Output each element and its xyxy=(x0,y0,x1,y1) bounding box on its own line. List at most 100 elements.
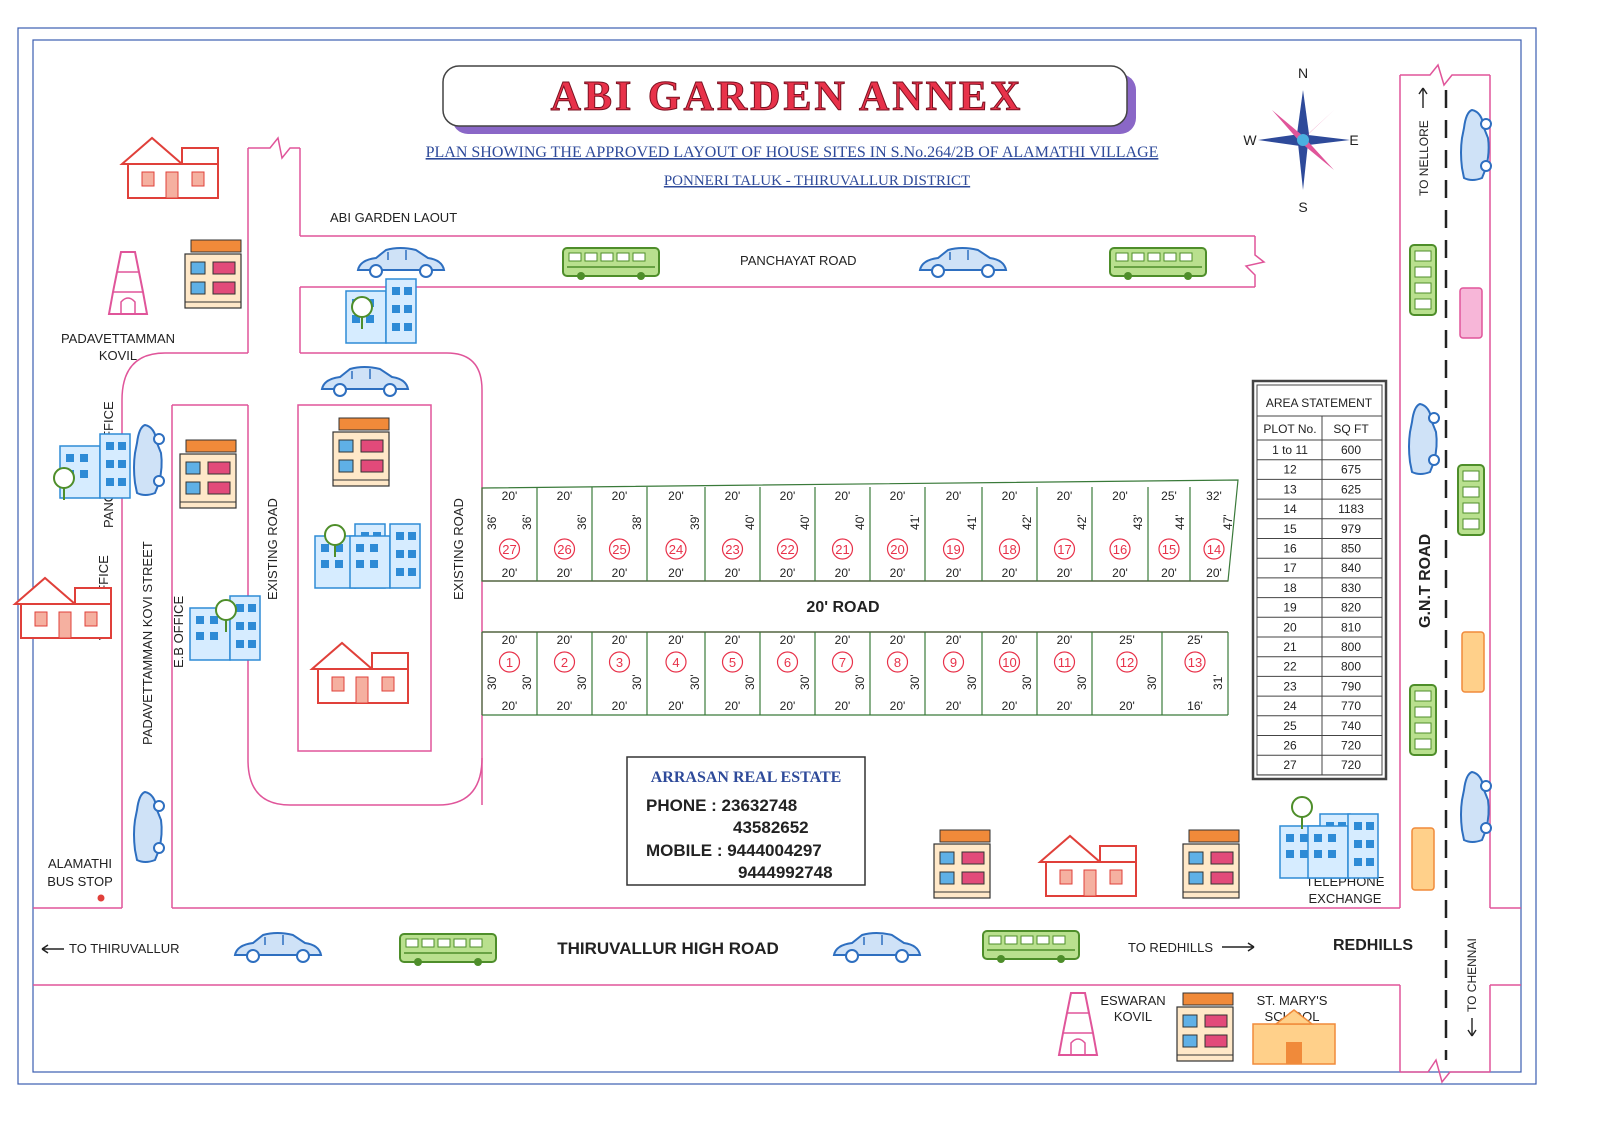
label-eswaran-2: KOVIL xyxy=(1114,1009,1152,1024)
table-cell-plot: 27 xyxy=(1283,758,1297,772)
plot-dim-bottom: 20' xyxy=(890,566,906,580)
plot-labels: 20'20'2736'36'20'20'2636'20'20'2538'20'2… xyxy=(485,489,1235,713)
plot-dim-side: 30' xyxy=(1020,674,1034,690)
car-icon xyxy=(321,366,409,397)
table-cell-sqft: 850 xyxy=(1341,542,1361,556)
building-icon xyxy=(1176,992,1234,1062)
car-icon xyxy=(357,247,445,278)
plot-dim-top: 20' xyxy=(1057,633,1073,647)
plot-number: 21 xyxy=(835,542,849,557)
plot-dim-bottom: 20' xyxy=(612,566,628,580)
plot-number: 5 xyxy=(729,655,736,670)
plot-number: 16 xyxy=(1113,542,1127,557)
plot-number-circle xyxy=(998,651,1021,673)
temple-icon xyxy=(1058,992,1098,1056)
plot-dim-side: 30' xyxy=(965,674,979,690)
plot-dim-top: 20' xyxy=(612,633,628,647)
plot-dim-side: 30' xyxy=(1145,674,1159,690)
plot-dim-bottom: 20' xyxy=(835,566,851,580)
compass-e: E xyxy=(1349,132,1358,148)
plot-dim-side: 40' xyxy=(853,514,867,530)
plot-number-circle xyxy=(1053,651,1076,673)
plot-number: 10 xyxy=(1002,655,1016,670)
car-icon xyxy=(833,932,921,963)
label-to-chennai: TO CHENNAI xyxy=(1465,938,1479,1012)
building-icon xyxy=(332,417,390,487)
arrow-up-icon xyxy=(1418,87,1428,108)
plot-dim-side: 30' xyxy=(853,674,867,690)
outer-border xyxy=(17,27,1537,1085)
plot-dim-bottom: 20' xyxy=(668,566,684,580)
compass-rose-icon xyxy=(1258,90,1350,190)
table-cell-plot: 25 xyxy=(1283,719,1297,733)
plot-dim-top: 20' xyxy=(780,489,796,503)
plot-dim-side: 30' xyxy=(575,674,589,690)
plot-number-circle xyxy=(665,538,687,560)
plot-dim-top: 20' xyxy=(668,489,684,503)
label-panchayat-road: PANCHAYAT ROAD xyxy=(740,253,857,268)
plot-dim-side: 40' xyxy=(743,514,757,530)
plot-dim-bottom: 20' xyxy=(612,699,628,713)
plot-dim-side: 30' xyxy=(630,674,644,690)
plot-dim-bottom: 20' xyxy=(890,699,906,713)
plot-number: 8 xyxy=(894,655,901,670)
table-cell-sqft: 770 xyxy=(1341,699,1361,713)
plot-number: 19 xyxy=(946,542,960,557)
car-vertical-icon xyxy=(1460,771,1492,843)
car-icon xyxy=(234,932,322,963)
plot-dim-top: 32' xyxy=(1206,489,1222,503)
plot-number-circle xyxy=(553,651,576,673)
label-existing-road-2: EXISTING ROAD xyxy=(451,498,466,600)
house-icon xyxy=(121,137,219,199)
bus-vertical-icon xyxy=(1409,244,1437,316)
plot-dim-bottom: 20' xyxy=(1057,699,1073,713)
road-break-bottom xyxy=(1400,1058,1490,1084)
label-padavettamman-2: KOVIL xyxy=(99,348,137,363)
plot-number: 17 xyxy=(1057,542,1071,557)
plot-number-circle xyxy=(553,538,576,560)
car-vertical-icon xyxy=(133,424,165,496)
plot-number: 11 xyxy=(1058,655,1072,670)
plot-dim-side: 47' xyxy=(1221,514,1235,530)
table-cell-plot: 17 xyxy=(1283,561,1297,575)
car-icon xyxy=(919,247,1007,278)
plot-number: 1 xyxy=(506,655,513,670)
plot-dividers xyxy=(536,487,1191,715)
plot-dim-side: 42' xyxy=(1075,514,1089,530)
car-vertical-icon xyxy=(133,791,165,863)
plot-dim-bottom: 20' xyxy=(668,699,684,713)
plot-number-circle xyxy=(498,651,521,673)
label-padavettamman-1: PADAVETTAMMAN xyxy=(61,331,175,346)
table-cell-sqft: 720 xyxy=(1341,739,1361,753)
phone-line-1: PHONE : 23632748 xyxy=(646,796,797,815)
plot-dim-side: 36' xyxy=(520,514,534,530)
table-cell-sqft: 1183 xyxy=(1338,502,1364,516)
plot-number-circle xyxy=(665,651,687,673)
plot-number-circle xyxy=(721,538,744,560)
plot-number: 7 xyxy=(839,655,846,670)
plot-number-circle xyxy=(1184,651,1206,673)
plot-dim-bottom: 20' xyxy=(502,566,518,580)
compass-w: W xyxy=(1243,132,1257,148)
plot-dim-bottom: 20' xyxy=(946,566,962,580)
plot-number: 9 xyxy=(950,655,957,670)
plot-dim-side: 41' xyxy=(908,514,922,530)
car-vertical-icon xyxy=(1460,109,1492,181)
table-cell-plot: 20 xyxy=(1283,620,1297,634)
inner-border xyxy=(32,39,1522,1073)
plot-dim-top: 20' xyxy=(835,489,851,503)
subtitle-line-2: PONNERI TALUK - THIRUVALLUR DISTRICT xyxy=(664,173,970,189)
plot-number-circle xyxy=(721,651,744,673)
plot-number-circle xyxy=(942,538,965,560)
label-eswaran-1: ESWARAN xyxy=(1100,993,1165,1008)
building-icon xyxy=(1182,829,1240,899)
plot-number-circle xyxy=(1158,538,1180,560)
table-cell-sqft: 800 xyxy=(1341,640,1361,654)
plot-number-circle xyxy=(1116,651,1138,673)
area-statement-heading: AREA STATEMENT xyxy=(1266,396,1373,410)
plot-number-circle xyxy=(886,651,909,673)
table-cell-sqft: 979 xyxy=(1341,522,1361,536)
compass-s: S xyxy=(1298,199,1307,215)
plot-number: 22 xyxy=(780,542,794,557)
